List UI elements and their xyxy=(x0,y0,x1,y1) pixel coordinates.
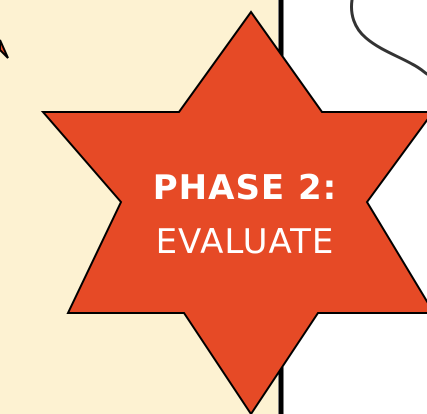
sketch-outline xyxy=(350,0,427,76)
phase-title: PHASE 2: xyxy=(152,168,338,208)
neighbor-star-tip xyxy=(0,39,9,59)
phase-star xyxy=(40,10,427,414)
phase-subtitle: EVALUATE xyxy=(155,222,335,262)
